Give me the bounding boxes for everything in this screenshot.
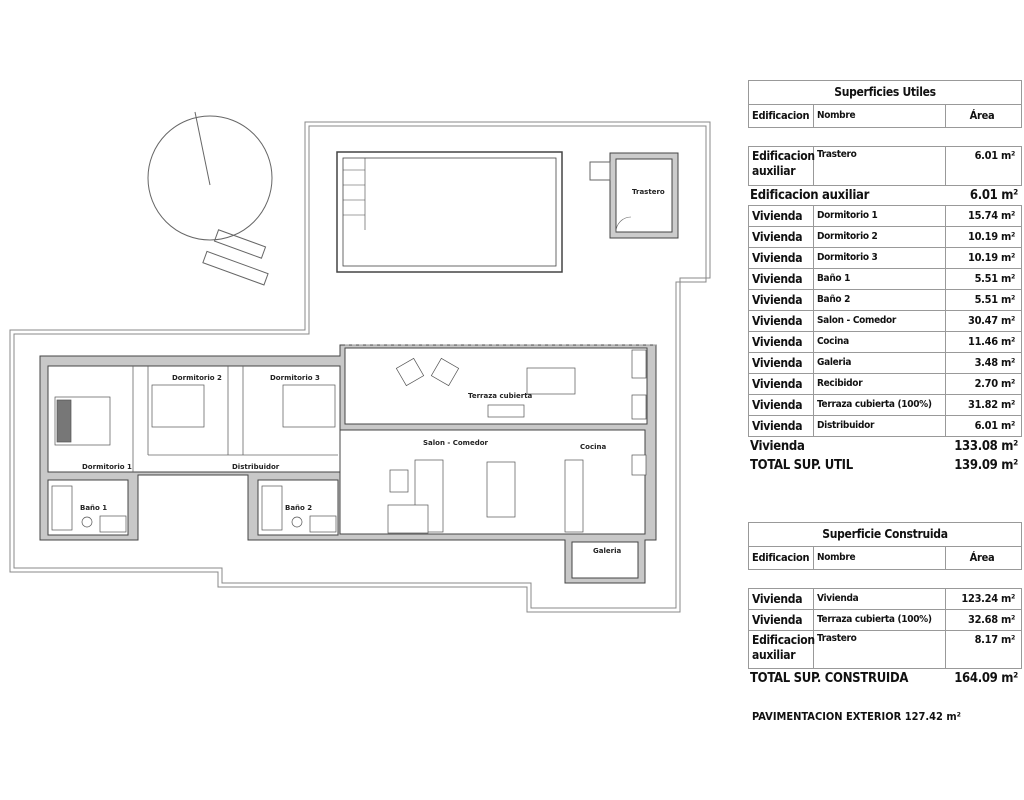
cell-edif: Vivienda <box>749 332 814 352</box>
cell-area: 3.48 m² <box>974 356 1016 369</box>
room-label-dormitorio-1: Dormitorio 1 <box>82 463 132 471</box>
room-labels: Dormitorio 2 Dormitorio 3 Dormitorio 1 D… <box>80 374 621 555</box>
superficie-construida-table: Superficie Construida Edificacion Nombre… <box>748 522 1022 688</box>
cell-nombre: Terraza cubierta (100%) <box>814 395 946 415</box>
room-label-cocina: Cocina <box>580 443 606 451</box>
col-header: Área <box>969 109 995 122</box>
cell-area: 30.47 m² <box>968 314 1015 327</box>
col-header: Edificacion <box>749 547 814 569</box>
cell-edif: Vivienda <box>749 374 814 394</box>
cell-area: 5.51 m² <box>974 272 1016 285</box>
cell-nombre: Vivienda <box>814 589 946 609</box>
cell-nombre: Dormitorio 1 <box>814 206 946 226</box>
cell-area: 123.24 m² <box>961 592 1015 605</box>
room-label-galeria: Galeria <box>593 547 621 555</box>
room-label-dormitorio-2: Dormitorio 2 <box>172 374 222 382</box>
cell-edif: Vivienda <box>749 269 814 289</box>
cell-area: 11.46 m² <box>968 335 1015 348</box>
table-title: Superficies Utiles <box>748 80 1022 105</box>
cell-area: 8.17 m² <box>974 633 1016 646</box>
cell-area: 31.82 m² <box>968 398 1015 411</box>
cell-edif: Vivienda <box>749 416 814 436</box>
cell-area: 2.70 m² <box>974 377 1016 390</box>
pool <box>336 151 563 273</box>
superficies-utiles-table: Superficies Utiles Edificacion Nombre Ár… <box>748 80 1022 475</box>
plot-boundary-inner <box>13 125 707 609</box>
cell-edif: Vivienda <box>749 353 814 373</box>
cell-nombre: Recibidor <box>814 374 946 394</box>
cell-nombre: Trastero <box>814 631 946 668</box>
room-label-dormitorio-3: Dormitorio 3 <box>270 374 320 382</box>
room-label-bano-2: Baño 2 <box>285 504 312 512</box>
trastero-building: Trastero <box>589 152 679 239</box>
round-table <box>147 111 273 286</box>
plot-boundary <box>9 121 711 613</box>
cell-nombre: Galeria <box>814 353 946 373</box>
col-header: Edificacion <box>749 105 814 127</box>
cell-area: 6.01 m² <box>974 419 1016 432</box>
room-label-terraza: Terraza cubierta <box>468 392 533 400</box>
furniture <box>51 349 647 534</box>
cell-area: 5.51 m² <box>974 293 1016 306</box>
cell-nombre: Dormitorio 3 <box>814 248 946 268</box>
cell-edif: Vivienda <box>749 248 814 268</box>
room-label-trastero: Trastero <box>632 188 665 196</box>
cell-nombre: Baño 2 <box>814 290 946 310</box>
cell-nombre: Baño 1 <box>814 269 946 289</box>
cell-edif: Vivienda <box>749 610 814 630</box>
cell-area: 15.74 m² <box>968 209 1015 222</box>
col-header: Área <box>969 551 995 564</box>
cell-nombre: Salon - Comedor <box>814 311 946 331</box>
cell-nombre: Dormitorio 2 <box>814 227 946 247</box>
cell-edif: Vivienda <box>749 311 814 331</box>
cell-nombre: Terraza cubierta (100%) <box>814 610 946 630</box>
pavimentacion-exterior: PAVIMENTACION EXTERIOR 127.42 m² <box>752 710 961 723</box>
cell-edif: Vivienda <box>749 227 814 247</box>
floor-plan: Trastero Dormitorio 2 Dormitorio 3 Dormi… <box>9 111 711 613</box>
cell-nombre: Distribuidor <box>814 416 946 436</box>
cell-area: 10.19 m² <box>968 251 1015 264</box>
cell-area: 10.19 m² <box>968 230 1015 243</box>
room-label-salon: Salon - Comedor <box>423 439 489 447</box>
cell-edif: Vivienda <box>749 589 814 609</box>
col-header: Nombre <box>814 547 946 569</box>
table-title: Superficie Construida <box>748 522 1022 547</box>
room-label-bano-1: Baño 1 <box>80 504 107 512</box>
cell-edif: Vivienda <box>749 290 814 310</box>
cell-edif: Edificacion auxiliar <box>749 631 815 668</box>
col-header: Nombre <box>814 105 946 127</box>
cell-edif: Vivienda <box>749 206 814 226</box>
cell-edif: Vivienda <box>749 395 814 415</box>
cell-nombre: Cocina <box>814 332 946 352</box>
room-label-distribuidor: Distribuidor <box>232 463 280 471</box>
table-row: Edificacion auxiliar Trastero 6.01 m² <box>748 146 1022 186</box>
cell-area: 32.68 m² <box>968 613 1015 626</box>
